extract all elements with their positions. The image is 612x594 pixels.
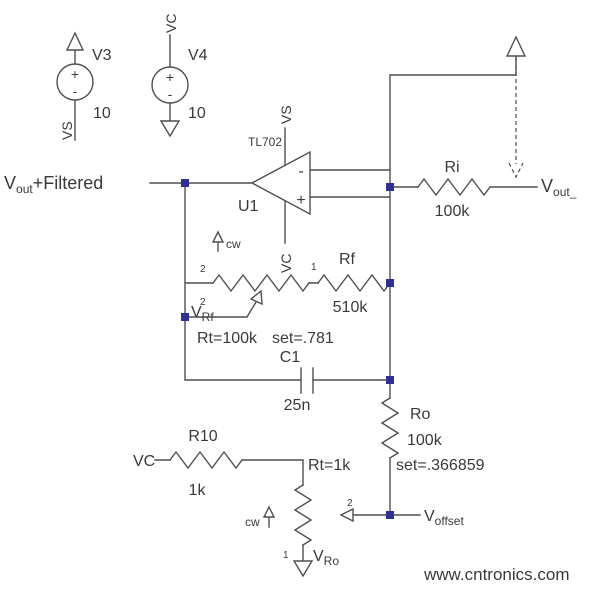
resistor-ro-ref: Ro: [410, 406, 431, 423]
capacitor-c1-ref: C1: [280, 349, 301, 366]
voltage-source-v4-symbol: [151, 66, 189, 104]
wiper-arrowhead-rf-icon: [249, 289, 263, 306]
junction-node-vrf: [181, 313, 189, 321]
opamp-part-label: TL702: [248, 135, 282, 149]
source-plus-v4: +: [166, 69, 174, 85]
ground-v4-icon: [159, 120, 181, 138]
pot-ro-wiper-number: 2: [347, 498, 353, 509]
capacitor-c1-plates: [300, 367, 314, 394]
resistor-r10-value: 1k: [189, 482, 207, 499]
opamp-noninverting-input-label: +: [296, 192, 305, 209]
source-ref-v4: V4: [188, 47, 208, 64]
net-label-vrf: VRf: [191, 304, 214, 324]
junction-node: [181, 179, 189, 187]
opamp-inverting-input-label: -: [298, 163, 303, 180]
junction-node: [386, 279, 394, 287]
resistor-rf-value: 510k: [333, 299, 369, 316]
net-label-vout-filtered: Vout+Filtered: [4, 173, 103, 196]
net-label-vout: Vout_: [541, 176, 577, 199]
resistor-ro-body: [380, 397, 400, 459]
up-arrow-flag-icon: [505, 35, 527, 57]
opamp-triangle: [250, 150, 311, 216]
pot-rf-rt-text: Rt=100k: [197, 330, 258, 347]
watermark-text: www.cntronics.com: [423, 565, 569, 584]
source-minus-v4: -: [168, 86, 173, 102]
pot-ro-cw-label: cw: [245, 515, 260, 529]
junction-node: [386, 183, 394, 191]
voltage-source-v3-symbol: [56, 63, 94, 101]
net-label-vs-v3: VS: [59, 121, 75, 140]
resistor-ro-value: 100k: [407, 432, 443, 449]
junction-node: [386, 376, 394, 384]
net-label-vro: VRo: [313, 548, 339, 568]
pot-rf-set-text: set=.781: [272, 330, 334, 347]
resistor-rf-ref: Rf: [339, 251, 356, 268]
wire-output-net: [149, 182, 302, 381]
pot-rf-pin1-number: 1: [311, 262, 317, 273]
source-value-v4: 10: [188, 105, 206, 122]
up-arrow-v3-icon: [65, 31, 85, 51]
wiper-arrowhead-ro-icon: [339, 507, 354, 523]
capacitor-c1-value: 25n: [284, 397, 311, 414]
potentiometer-rf-body: [212, 273, 310, 293]
junction-node-voffset: [386, 511, 394, 519]
source-plus-v3: +: [71, 66, 79, 82]
cw-arrowhead-rf-icon: [211, 230, 225, 243]
net-label-voffset: Voffset: [424, 508, 464, 528]
resistor-r10-ref: R10: [188, 428, 217, 445]
pot-ro-set-text: set=.366859: [396, 457, 485, 474]
resistor-rf-body: [317, 273, 391, 293]
opamp-ref-label: U1: [238, 198, 259, 215]
resistor-ri-ref: Ri: [444, 159, 459, 176]
resistor-r10-body: [169, 450, 243, 470]
source-ref-v3: V3: [92, 47, 112, 64]
opamp-power-bottom-label: VC: [278, 254, 294, 273]
cw-arrowhead-ro-icon: [262, 505, 276, 518]
pot-rf-wiper-number: 2: [200, 297, 206, 308]
opamp-power-top-label: VS: [278, 105, 294, 124]
net-label-vc-v4: VC: [163, 14, 179, 33]
ground-pot-icon: [292, 560, 314, 578]
resistor-ri-body: [417, 177, 491, 197]
wire-bottom-net: [154, 459, 304, 562]
pot-ro-pin1-number: 1: [283, 550, 289, 561]
resistor-ri-value: 100k: [435, 203, 471, 220]
pot-rf-pin2-number: 2: [200, 264, 206, 275]
pot-rf-cw-label: cw: [226, 237, 241, 251]
net-label-vc-r10: VC: [133, 453, 155, 470]
source-minus-v3: -: [73, 83, 78, 99]
dashed-probe-arrowhead: [508, 162, 524, 179]
source-value-v3: 10: [93, 105, 111, 122]
potentiometer-ro-body: [293, 484, 313, 546]
pot-ro-rt-text: Rt=1k: [308, 457, 351, 474]
